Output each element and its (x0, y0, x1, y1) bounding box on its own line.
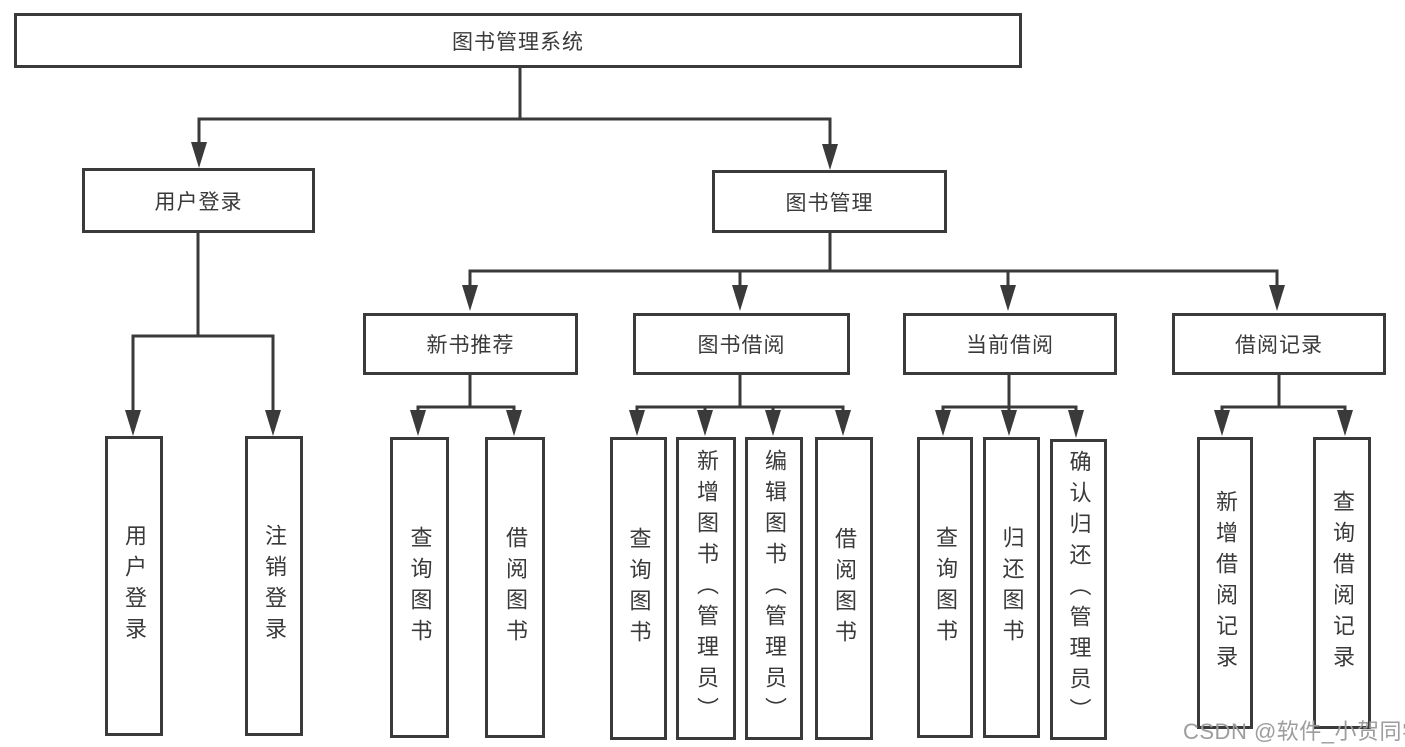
leaf-borrow-query: 查询图书 (610, 437, 667, 740)
arrowhead-icon (410, 410, 426, 436)
connector-root-to-level2 (197, 66, 832, 150)
arrowhead-icon (191, 142, 207, 168)
node-root: 图书管理系统 (14, 13, 1022, 68)
node-new-book-label: 新书推荐 (426, 334, 515, 357)
arrowhead-icon (1000, 285, 1016, 311)
leaf-current-confirm-label: 确认归还（管理员） (1066, 450, 1092, 729)
leaf-user-login-label: 用户登录 (122, 524, 147, 648)
arrowhead-icon (125, 410, 141, 436)
leaf-record-add-label: 新增借阅记录 (1213, 490, 1238, 676)
node-borrow-record-label: 借阅记录 (1235, 334, 1323, 357)
connector-user-login-children (131, 231, 275, 416)
leaf-new-book-borrow-label: 借阅图书 (503, 525, 528, 650)
leaf-current-query: 查询图书 (917, 437, 973, 738)
arrowheads (125, 142, 1353, 438)
leaf-current-return: 归还图书 (983, 437, 1040, 738)
leaf-borrow-borrow-label: 借阅图书 (832, 526, 857, 651)
leaf-logout-label: 注销登录 (262, 524, 287, 648)
node-borrow-record: 借阅记录 (1172, 313, 1386, 375)
connector-new-book-children (416, 373, 516, 416)
leaf-borrow-edit: 编辑图书（管理员） (745, 437, 803, 740)
arrowhead-icon (1269, 285, 1285, 311)
leaf-record-query: 查询借阅记录 (1313, 437, 1371, 729)
leaf-borrow-borrow: 借阅图书 (815, 437, 873, 740)
connector-current-borrow-children (941, 373, 1078, 416)
leaf-borrow-edit-label: 编辑图书（管理员） (762, 449, 787, 728)
connector-book-borrow-children (635, 373, 845, 416)
leaf-user-login: 用户登录 (105, 436, 163, 736)
leaf-logout: 注销登录 (245, 436, 303, 736)
arrowhead-icon (835, 410, 851, 436)
leaf-new-book-query-label: 查询图书 (407, 525, 433, 650)
node-book-mgmt-label: 图书管理 (785, 191, 874, 215)
leaf-current-query-label: 查询图书 (933, 525, 958, 650)
arrowhead-icon (1214, 410, 1230, 436)
leaf-borrow-add-label: 新增图书（管理员） (694, 449, 719, 728)
node-current-borrow: 当前借阅 (903, 313, 1117, 375)
leaf-current-return-label: 归还图书 (999, 525, 1025, 650)
leaf-borrow-query-label: 查询图书 (626, 526, 652, 651)
leaf-current-confirm: 确认归还（管理员） (1050, 439, 1107, 740)
leaf-borrow-add: 新增图书（管理员） (676, 437, 736, 740)
node-user-login: 用户登录 (82, 168, 315, 233)
arrowhead-icon (697, 410, 713, 436)
node-book-borrow: 图书借阅 (633, 313, 850, 375)
arrowhead-icon (1001, 410, 1017, 436)
arrowhead-icon (935, 410, 951, 436)
leaf-new-book-query: 查询图书 (390, 437, 449, 738)
arrowhead-icon (822, 144, 838, 170)
arrowhead-icon (765, 410, 781, 436)
arrowhead-icon (265, 410, 281, 436)
arrowhead-icon (1068, 410, 1084, 438)
node-new-book: 新书推荐 (363, 313, 578, 375)
arrowhead-icon (629, 410, 645, 436)
arrowhead-icon (732, 285, 748, 311)
connector-book-mgmt-children (468, 231, 1279, 291)
csdn-watermark: CSDN @软件_小贺同学 (1183, 719, 1405, 744)
leaf-record-add: 新增借阅记录 (1197, 437, 1253, 729)
arrowhead-icon (1337, 410, 1353, 436)
arrowhead-icon (506, 410, 522, 436)
node-book-borrow-label: 图书借阅 (697, 334, 786, 357)
node-current-borrow-label: 当前借阅 (966, 334, 1054, 357)
leaf-new-book-borrow: 借阅图书 (485, 437, 545, 738)
node-user-login-label: 用户登录 (154, 190, 243, 214)
connector-borrow-record-children (1220, 373, 1347, 416)
arrowhead-icon (462, 285, 478, 311)
leaf-record-query-label: 查询借阅记录 (1330, 490, 1355, 676)
node-root-label: 图书管理系统 (452, 30, 584, 54)
node-book-mgmt: 图书管理 (712, 170, 947, 233)
